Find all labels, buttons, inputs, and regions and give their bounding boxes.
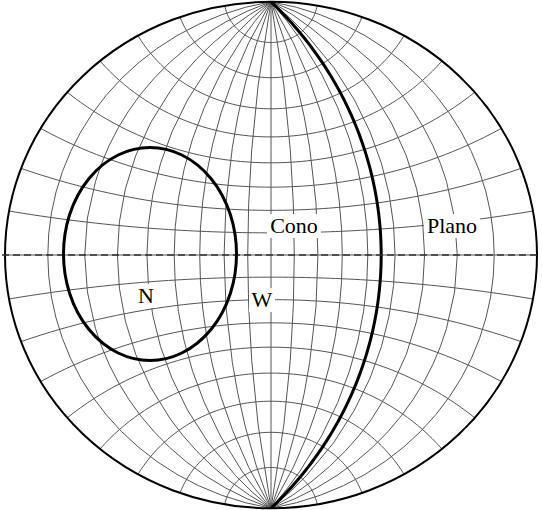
map-label: W — [249, 288, 276, 312]
map-label: Cono — [267, 214, 321, 238]
map-label: Plano — [424, 214, 480, 238]
ellipse-region: N — [62, 146, 238, 362]
equator-line — [2, 254, 540, 256]
region-label: N — [135, 284, 157, 308]
ellipse-outline — [62, 146, 238, 362]
